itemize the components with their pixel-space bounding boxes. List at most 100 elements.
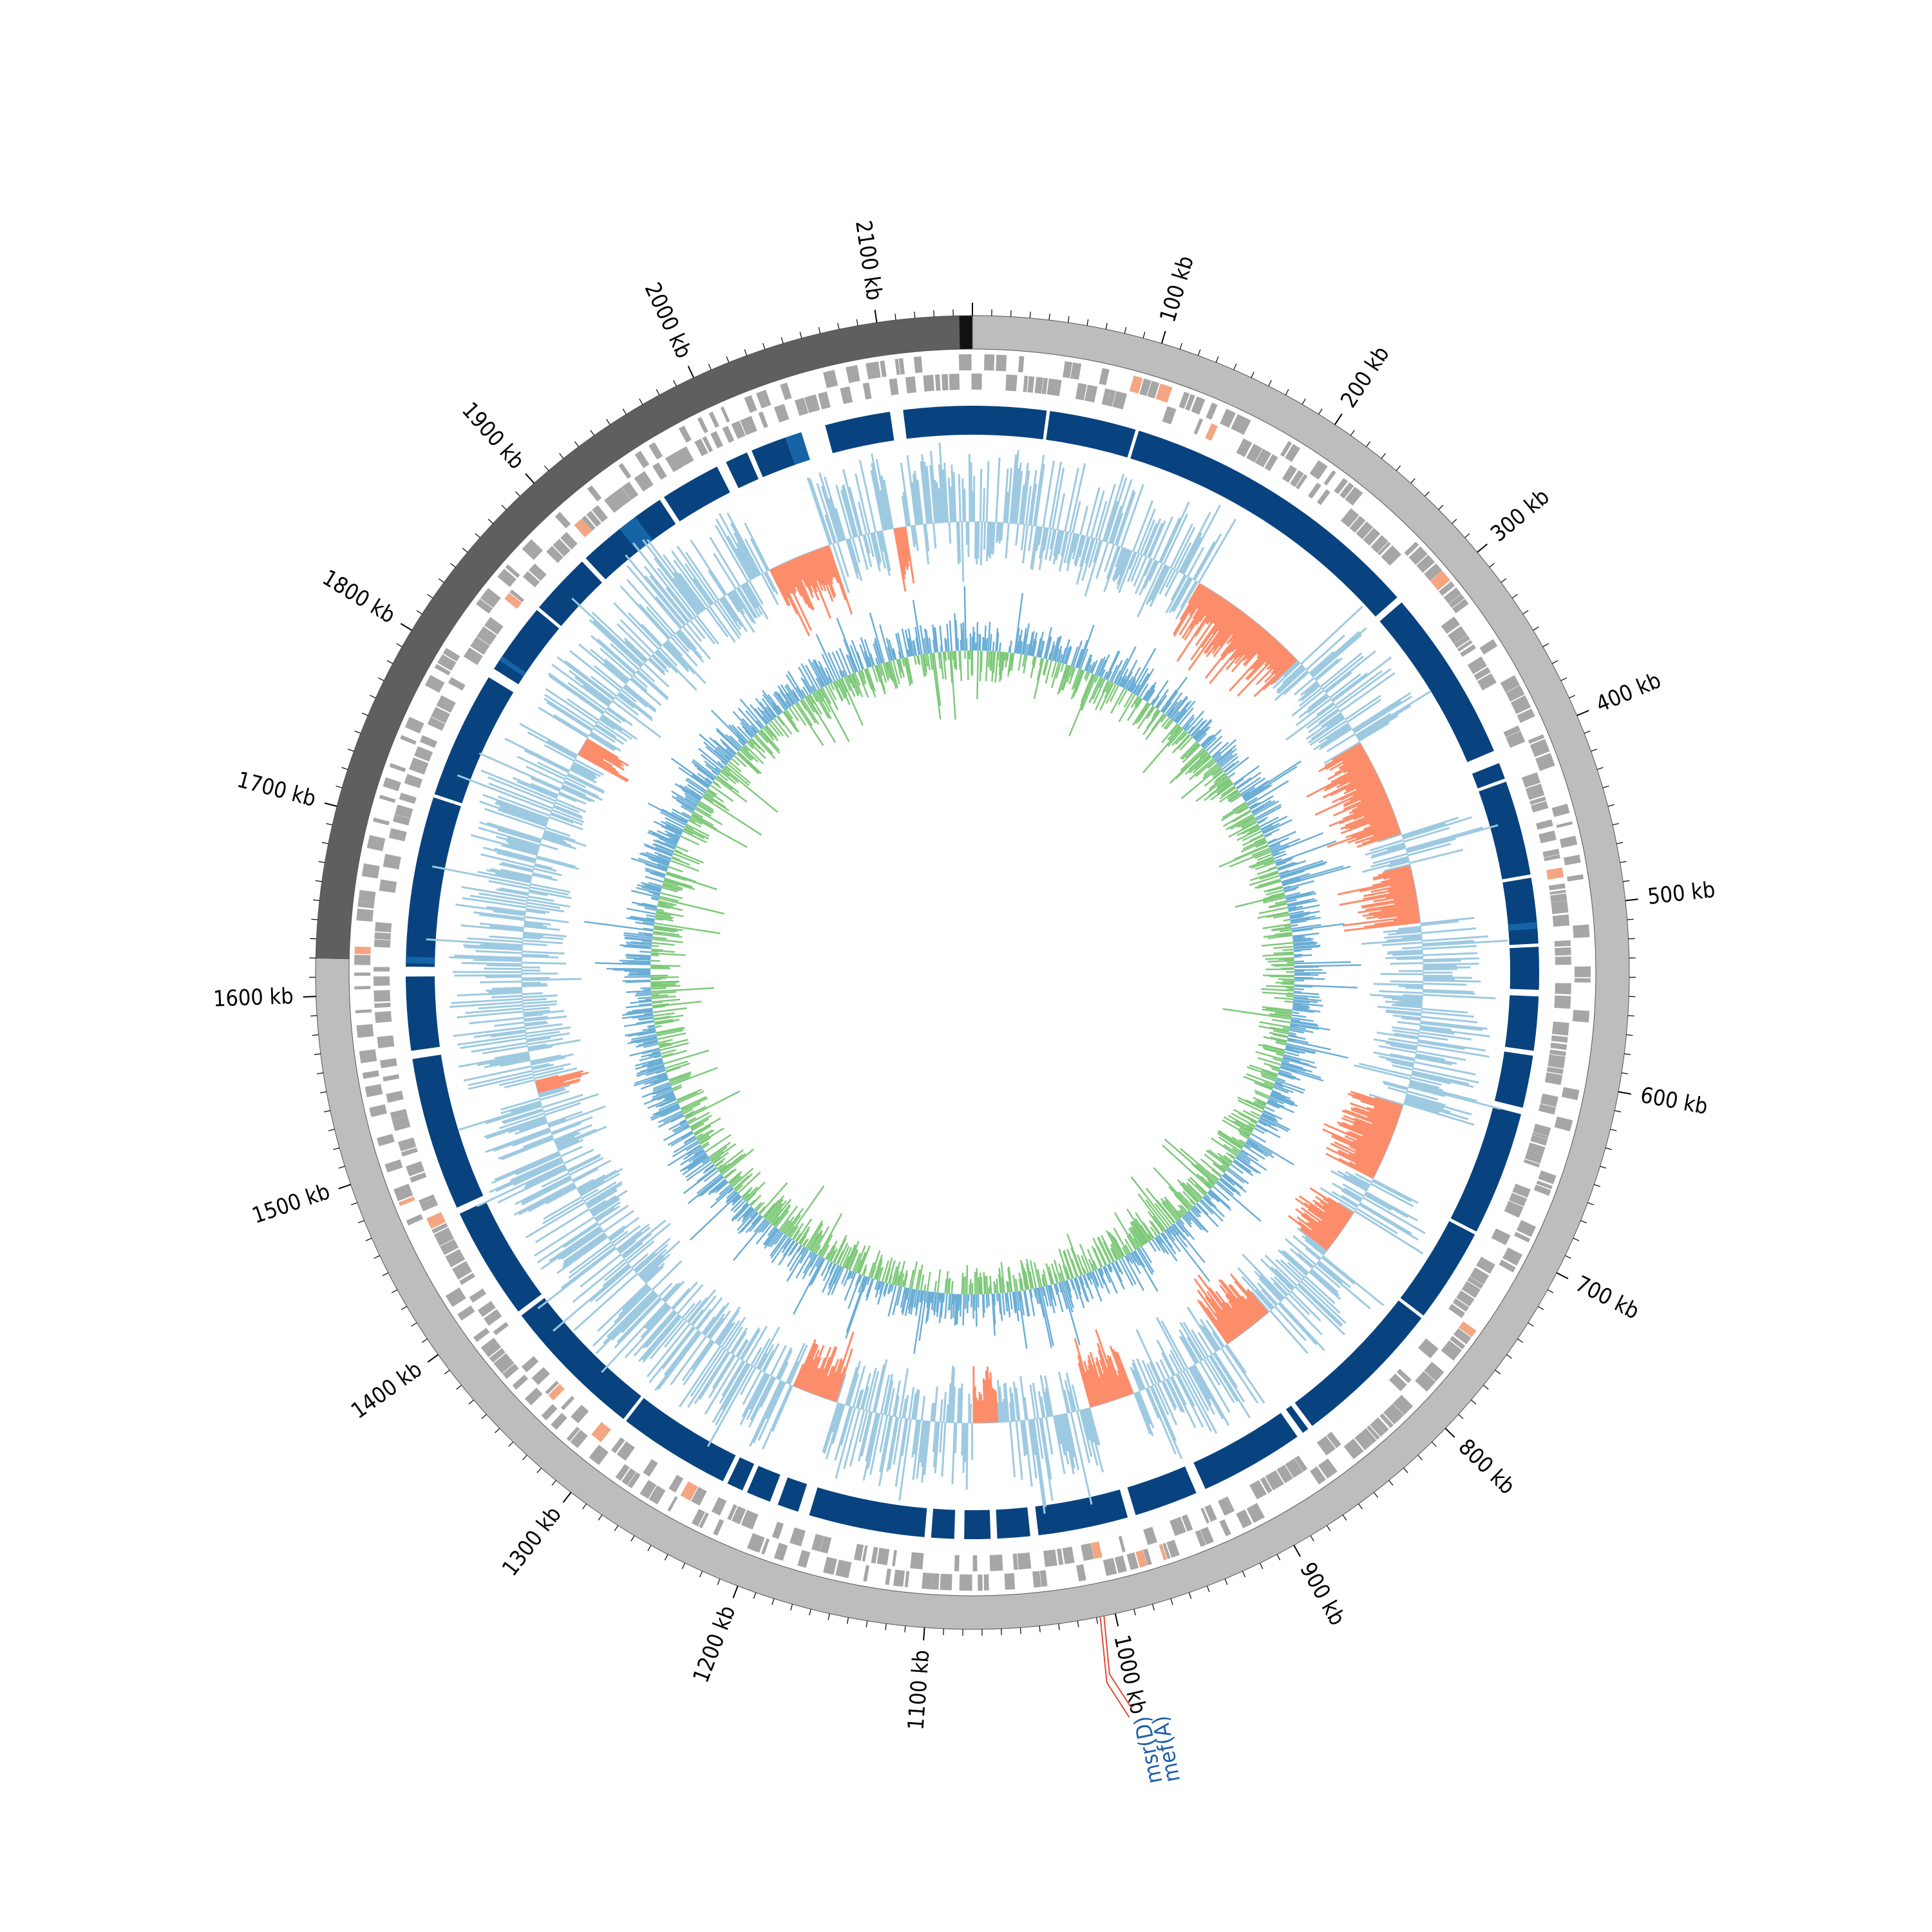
gene-feature bbox=[885, 1568, 891, 1586]
gene-feature bbox=[634, 451, 650, 468]
blast-hit bbox=[1472, 762, 1505, 789]
gene-feature bbox=[1457, 639, 1473, 652]
tick-mark bbox=[495, 1428, 500, 1434]
gene-feature bbox=[1473, 667, 1491, 681]
blast-hit bbox=[1479, 781, 1531, 880]
tick-mark bbox=[1556, 1272, 1569, 1280]
gene-feature bbox=[560, 532, 578, 550]
tick-mark bbox=[559, 453, 564, 459]
tick-mark bbox=[1522, 610, 1529, 614]
tick-mark bbox=[1538, 1306, 1544, 1311]
tick-mark bbox=[1373, 1492, 1378, 1498]
gene-feature bbox=[1441, 616, 1461, 634]
gene-feature bbox=[1285, 1458, 1303, 1478]
gene-feature bbox=[972, 374, 982, 390]
gc-content-high bbox=[584, 586, 1361, 1354]
tick-mark bbox=[1242, 1571, 1246, 1578]
gene-feature bbox=[531, 1367, 550, 1385]
blast-hit bbox=[538, 562, 602, 627]
gene-feature bbox=[373, 817, 390, 826]
gene-feature bbox=[509, 589, 525, 603]
gene-feature bbox=[652, 462, 667, 480]
gene-feature bbox=[1343, 1438, 1364, 1459]
gene-feature bbox=[863, 1565, 870, 1582]
tick-mark bbox=[799, 332, 802, 339]
gene-feature bbox=[1513, 1231, 1531, 1243]
gene-feature bbox=[1551, 1021, 1569, 1036]
tick-mark bbox=[1542, 643, 1549, 647]
gene-feature bbox=[1084, 384, 1098, 402]
gene-feature bbox=[1549, 889, 1566, 895]
gene-feature bbox=[1139, 378, 1151, 396]
gene-feature bbox=[1532, 1132, 1549, 1139]
gc-skew-negative bbox=[535, 526, 1421, 1424]
gene-feature bbox=[904, 1571, 910, 1587]
gene-feature bbox=[621, 1468, 636, 1486]
gene-feature bbox=[1539, 1104, 1557, 1115]
tick-mark bbox=[1067, 316, 1070, 323]
tick-mark bbox=[1584, 730, 1591, 734]
gene-feature bbox=[1181, 1514, 1193, 1532]
gene-feature bbox=[1340, 508, 1359, 527]
gene-feature bbox=[365, 1084, 383, 1097]
gene-feature bbox=[1370, 1421, 1385, 1437]
gene-feature bbox=[480, 1338, 502, 1358]
gene-feature bbox=[1448, 1303, 1465, 1318]
gene-feature bbox=[401, 1147, 418, 1157]
gene-feature bbox=[996, 354, 1007, 372]
gene-feature bbox=[1354, 1431, 1373, 1450]
tick-mark bbox=[1517, 1338, 1524, 1343]
tick-mark bbox=[1444, 1428, 1455, 1438]
gene-feature bbox=[383, 1074, 400, 1082]
tick-mark bbox=[396, 643, 402, 647]
tick-mark bbox=[1501, 578, 1507, 583]
tick-mark bbox=[1170, 1598, 1173, 1605]
tick-mark bbox=[1133, 1609, 1136, 1616]
gene-feature bbox=[1450, 1336, 1466, 1350]
tick-mark bbox=[462, 547, 468, 553]
tick-mark bbox=[475, 533, 480, 538]
annotation-leader-line bbox=[1099, 1616, 1130, 1718]
tick-mark bbox=[744, 349, 748, 356]
tick-mark bbox=[1326, 1525, 1331, 1531]
gene-feature bbox=[1383, 1403, 1405, 1425]
blast-hit-partial bbox=[406, 956, 435, 964]
gene-feature bbox=[1246, 1502, 1265, 1523]
gene-feature bbox=[1326, 1432, 1341, 1448]
tick-mark bbox=[427, 594, 433, 599]
gene-feature bbox=[1155, 383, 1173, 403]
gene-feature bbox=[668, 1475, 684, 1493]
gene-feature bbox=[697, 417, 708, 433]
tick-mark bbox=[1627, 918, 1634, 920]
gene-feature bbox=[1551, 1035, 1568, 1043]
gene-feature bbox=[773, 1542, 788, 1561]
gene-feature bbox=[942, 374, 949, 391]
blast-hit bbox=[663, 466, 730, 522]
blast-hit bbox=[521, 1298, 641, 1419]
gene-feature bbox=[983, 1574, 989, 1591]
tick-mark bbox=[1302, 398, 1306, 405]
gene-feature bbox=[1574, 966, 1591, 978]
gene-feature bbox=[512, 1374, 529, 1390]
tick-mark bbox=[450, 563, 456, 568]
gene-feature bbox=[1448, 594, 1465, 609]
gene-feature bbox=[1550, 1042, 1567, 1050]
gene-feature bbox=[1539, 830, 1557, 844]
tick-mark bbox=[351, 1202, 357, 1206]
gene-feature bbox=[1004, 1573, 1016, 1590]
tick-mark bbox=[1528, 1322, 1534, 1327]
gene-feature bbox=[1531, 800, 1549, 813]
gene-feature bbox=[989, 1554, 1003, 1571]
gene-feature bbox=[1193, 418, 1204, 435]
gene-feature bbox=[586, 511, 601, 527]
gene-feature bbox=[419, 1194, 435, 1204]
gene-feature bbox=[1544, 1072, 1563, 1085]
tick-mark bbox=[708, 363, 712, 370]
gene-feature bbox=[1441, 1340, 1463, 1361]
gene-feature bbox=[1282, 465, 1298, 483]
gene-feature bbox=[1374, 1417, 1389, 1434]
gene-feature bbox=[758, 412, 768, 428]
tick-mark bbox=[630, 1535, 635, 1542]
tick-mark bbox=[1600, 1166, 1607, 1169]
